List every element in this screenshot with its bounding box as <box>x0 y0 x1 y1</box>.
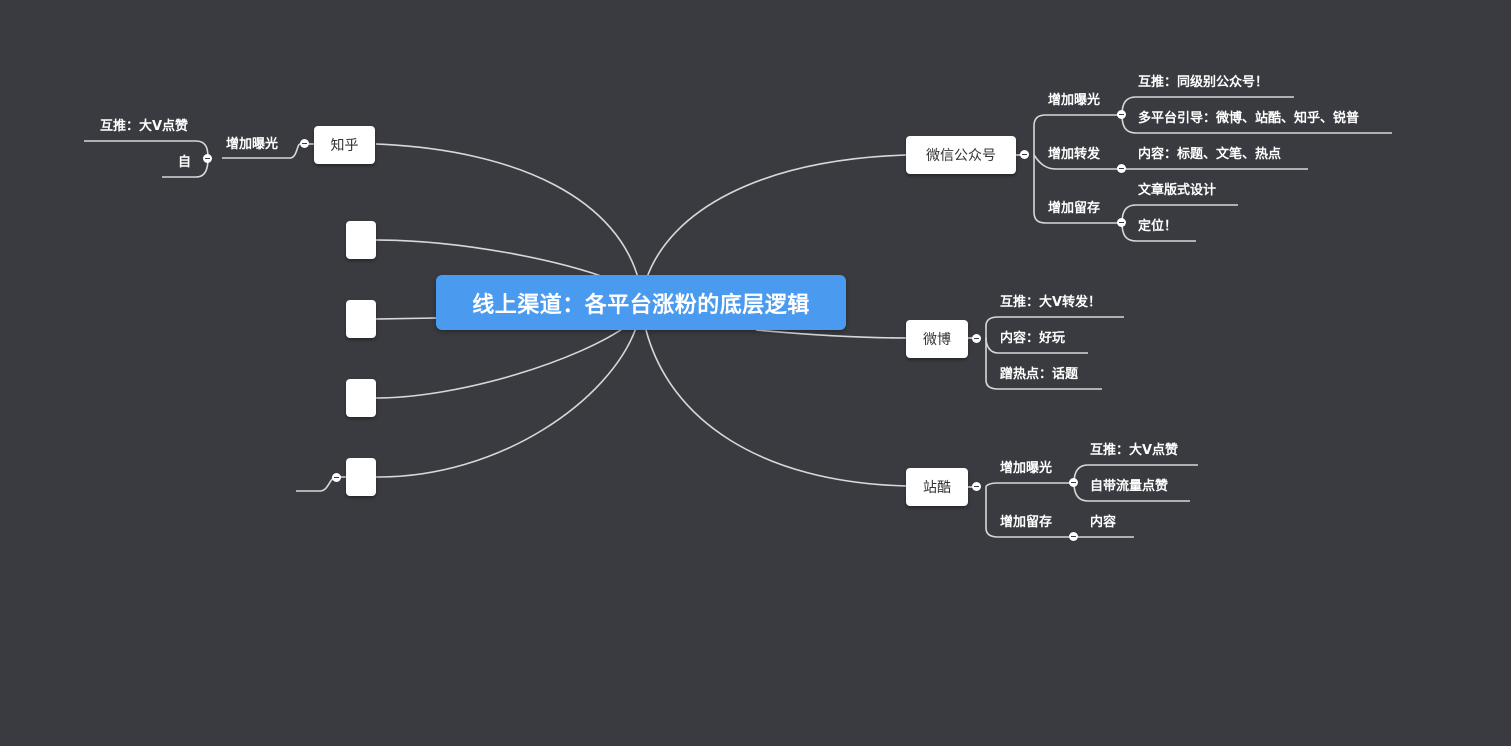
link-root-hidden2 <box>375 317 437 320</box>
wechat-leaf-3-2[interactable]: 定位！ <box>1138 219 1178 234</box>
zcool-leaf-1-1[interactable]: 互推：大V点赞 <box>1090 443 1179 458</box>
link-wechat-g2 <box>1033 154 1122 170</box>
wechat-leaf-1-2[interactable]: 多平台引导：微博、站酷、知乎、锐普 <box>1138 111 1360 126</box>
link-weibo-l3 <box>985 338 1102 390</box>
topic-wechat[interactable]: 微信公众号 <box>906 136 1016 174</box>
topic-zcool[interactable]: 站酷 <box>906 468 968 506</box>
collapse-zhihu-branch-icon[interactable] <box>203 154 212 163</box>
collapse-zcool-group-1-icon[interactable] <box>1069 478 1078 487</box>
link-root-zhihu <box>375 143 641 286</box>
collapse-wechat-group-2-icon[interactable] <box>1117 164 1126 173</box>
wechat-leaf-1-1[interactable]: 互推：同级别公众号！ <box>1138 75 1269 90</box>
topic-zcool-label: 站酷 <box>923 480 951 496</box>
link-root-hidden4 <box>375 327 637 478</box>
zcool-leaf-1-2[interactable]: 自带流量点赞 <box>1090 479 1169 494</box>
link-root-hidden3 <box>375 324 629 399</box>
collapse-wechat-group-1-icon[interactable] <box>1117 110 1126 119</box>
collapse-wechat-icon[interactable] <box>1020 150 1029 159</box>
zhihu-leaf-2[interactable]: 自 <box>178 155 192 170</box>
collapse-zcool-group-2-icon[interactable] <box>1069 532 1078 541</box>
weibo-leaf-1[interactable]: 互推：大V转发！ <box>1000 295 1102 310</box>
topic-weibo[interactable]: 微博 <box>906 320 968 358</box>
central-topic[interactable]: 线上渠道：各平台涨粉的底层逻辑 <box>436 275 846 330</box>
zhihu-leaf-1[interactable]: 互推：大V点赞 <box>100 119 189 134</box>
collapse-zcool-icon[interactable] <box>972 482 981 491</box>
link-root-hidden1 <box>375 239 613 281</box>
topic-zhihu[interactable]: 知乎 <box>314 126 375 164</box>
topic-blank-4[interactable] <box>346 458 376 496</box>
collapse-zhihu-icon[interactable] <box>300 139 309 148</box>
link-root-wechat <box>645 154 907 281</box>
collapse-wechat-group-3-icon[interactable] <box>1117 218 1126 227</box>
topic-blank-1[interactable] <box>346 221 376 259</box>
weibo-leaf-2[interactable]: 内容：好玩 <box>1000 331 1066 346</box>
zcool-leaf-2-1[interactable]: 内容 <box>1090 515 1117 530</box>
link-root-weibo <box>755 329 907 339</box>
link-wechat-g3 <box>1033 155 1122 224</box>
weibo-leaf-3[interactable]: 蹭热点：话题 <box>1000 367 1079 382</box>
topic-blank-2[interactable] <box>346 300 376 338</box>
topic-blank-3[interactable] <box>346 379 376 417</box>
zcool-group-1[interactable]: 增加曝光 <box>1000 461 1053 476</box>
topic-weibo-label: 微博 <box>923 332 951 348</box>
topic-wechat-label: 微信公众号 <box>926 148 996 164</box>
topic-zhihu-label: 知乎 <box>330 138 359 154</box>
link-weibo-l1 <box>985 316 1124 338</box>
central-topic-label: 线上渠道：各平台涨粉的底层逻辑 <box>472 292 810 318</box>
link-zcool-g1 <box>985 482 1074 488</box>
collapse-blank-4-icon[interactable] <box>332 473 341 482</box>
zcool-group-2[interactable]: 增加留存 <box>1000 515 1053 530</box>
wechat-group-2[interactable]: 增加转发 <box>1048 147 1101 162</box>
link-zcool-g2 <box>985 487 1074 538</box>
wechat-leaf-3-1[interactable]: 文章版式设计 <box>1138 183 1217 198</box>
link-wechat-g1 <box>1033 114 1122 155</box>
link-root-zcool <box>645 329 907 487</box>
wechat-group-3[interactable]: 增加留存 <box>1048 201 1101 216</box>
wechat-group-1[interactable]: 增加曝光 <box>1048 93 1101 108</box>
zhihu-branch-label[interactable]: 增加曝光 <box>226 137 279 152</box>
collapse-weibo-icon[interactable] <box>972 334 981 343</box>
wechat-leaf-2-1[interactable]: 内容：标题、文笔、热点 <box>1138 147 1282 162</box>
